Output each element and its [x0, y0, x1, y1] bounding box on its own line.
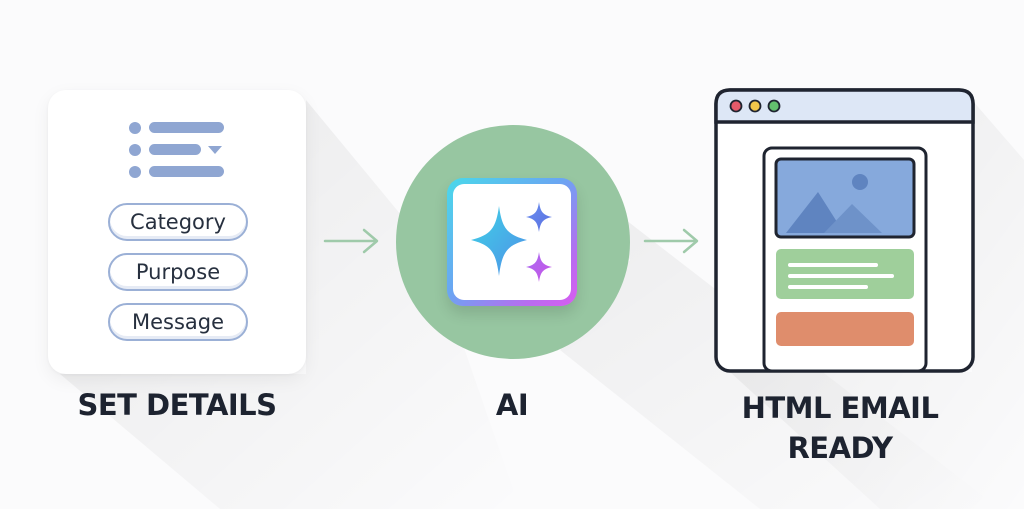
ai-tile	[447, 178, 577, 306]
text-line	[788, 274, 894, 278]
text-line	[788, 285, 868, 289]
browser-window-icon	[714, 88, 975, 373]
set-details-caption: SET DETAILS	[77, 388, 277, 422]
mountain-shape	[824, 204, 882, 233]
browser-shadow	[730, 100, 1024, 509]
browser-title-bar	[714, 88, 975, 124]
close-dot-icon	[729, 99, 743, 113]
set-details-card: Category Purpose Message	[48, 90, 306, 374]
message-field: Message	[108, 303, 248, 341]
list-icon	[129, 122, 224, 178]
text-line	[788, 263, 878, 267]
cta-button-block	[776, 312, 914, 346]
caption-line-1: HTML EMAIL	[741, 391, 939, 425]
category-field: Category	[108, 203, 248, 241]
sun-shape	[852, 174, 868, 190]
arrow-right-icon	[323, 228, 379, 254]
ai-caption: AI	[495, 388, 529, 422]
minimize-dot-icon	[748, 99, 762, 113]
arrow-right-icon	[643, 228, 699, 254]
maximize-dot-icon	[767, 99, 781, 113]
purpose-field: Purpose	[108, 253, 248, 291]
left-card-shadow	[60, 100, 520, 509]
mountain-shape	[786, 192, 844, 233]
sparkle-icon	[471, 202, 552, 282]
caption-line-2: READY	[787, 431, 893, 465]
html-email-ready-caption: HTML EMAIL READY	[690, 388, 990, 468]
